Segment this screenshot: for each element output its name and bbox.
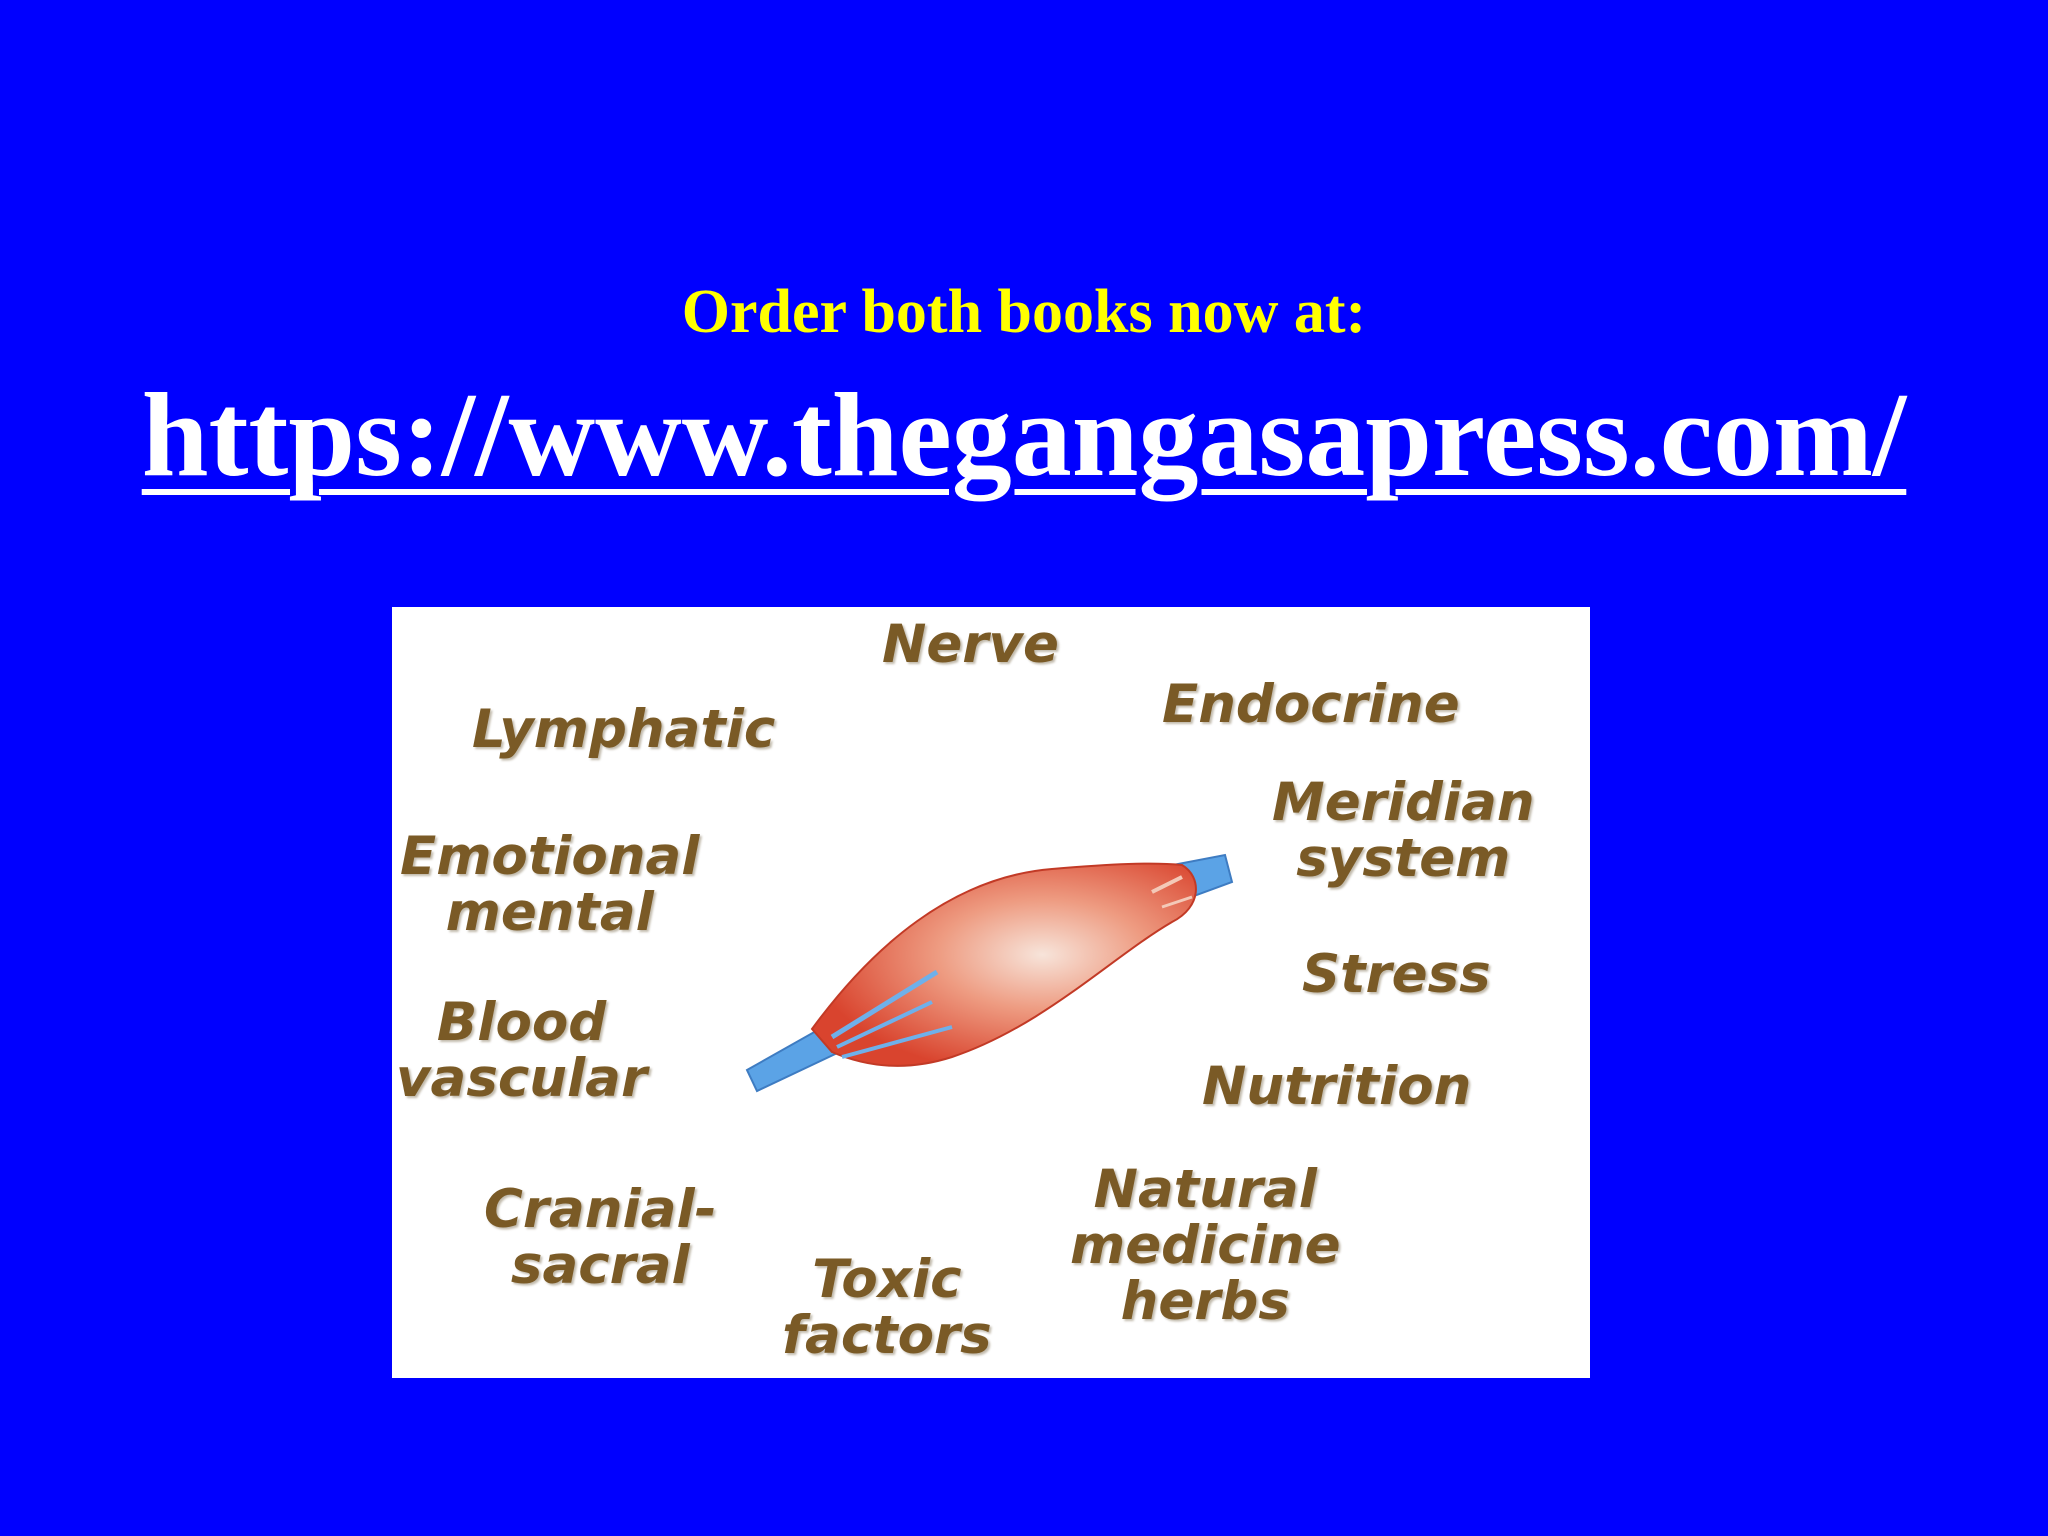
label-nutrition: Nutrition [1202, 1056, 1472, 1117]
website-link[interactable]: https://www.thegangasapress.com/ [141, 368, 1907, 501]
muscle-belly [810, 862, 1197, 1067]
order-heading: Order both books now at: [681, 278, 1367, 346]
label-meridian: Meridian system [1272, 772, 1535, 889]
label-lymphatic: Lymphatic [472, 699, 776, 760]
label-natural: Natural medicine herbs [1070, 1159, 1341, 1332]
label-endocrine: Endocrine [1162, 674, 1460, 735]
label-nerve: Nerve [882, 614, 1059, 675]
label-emotional: Emotional mental [400, 826, 700, 943]
label-stress: Stress [1302, 944, 1491, 1005]
label-blood: Blood vascular [396, 992, 648, 1109]
muscle-factors-diagram: Nerve Endocrine Lymphatic Meridian syste… [392, 607, 1590, 1378]
label-cranial: Cranial- sacral [484, 1179, 717, 1296]
label-toxic: Toxic factors [782, 1249, 992, 1366]
muscle-illustration [745, 853, 1234, 1093]
